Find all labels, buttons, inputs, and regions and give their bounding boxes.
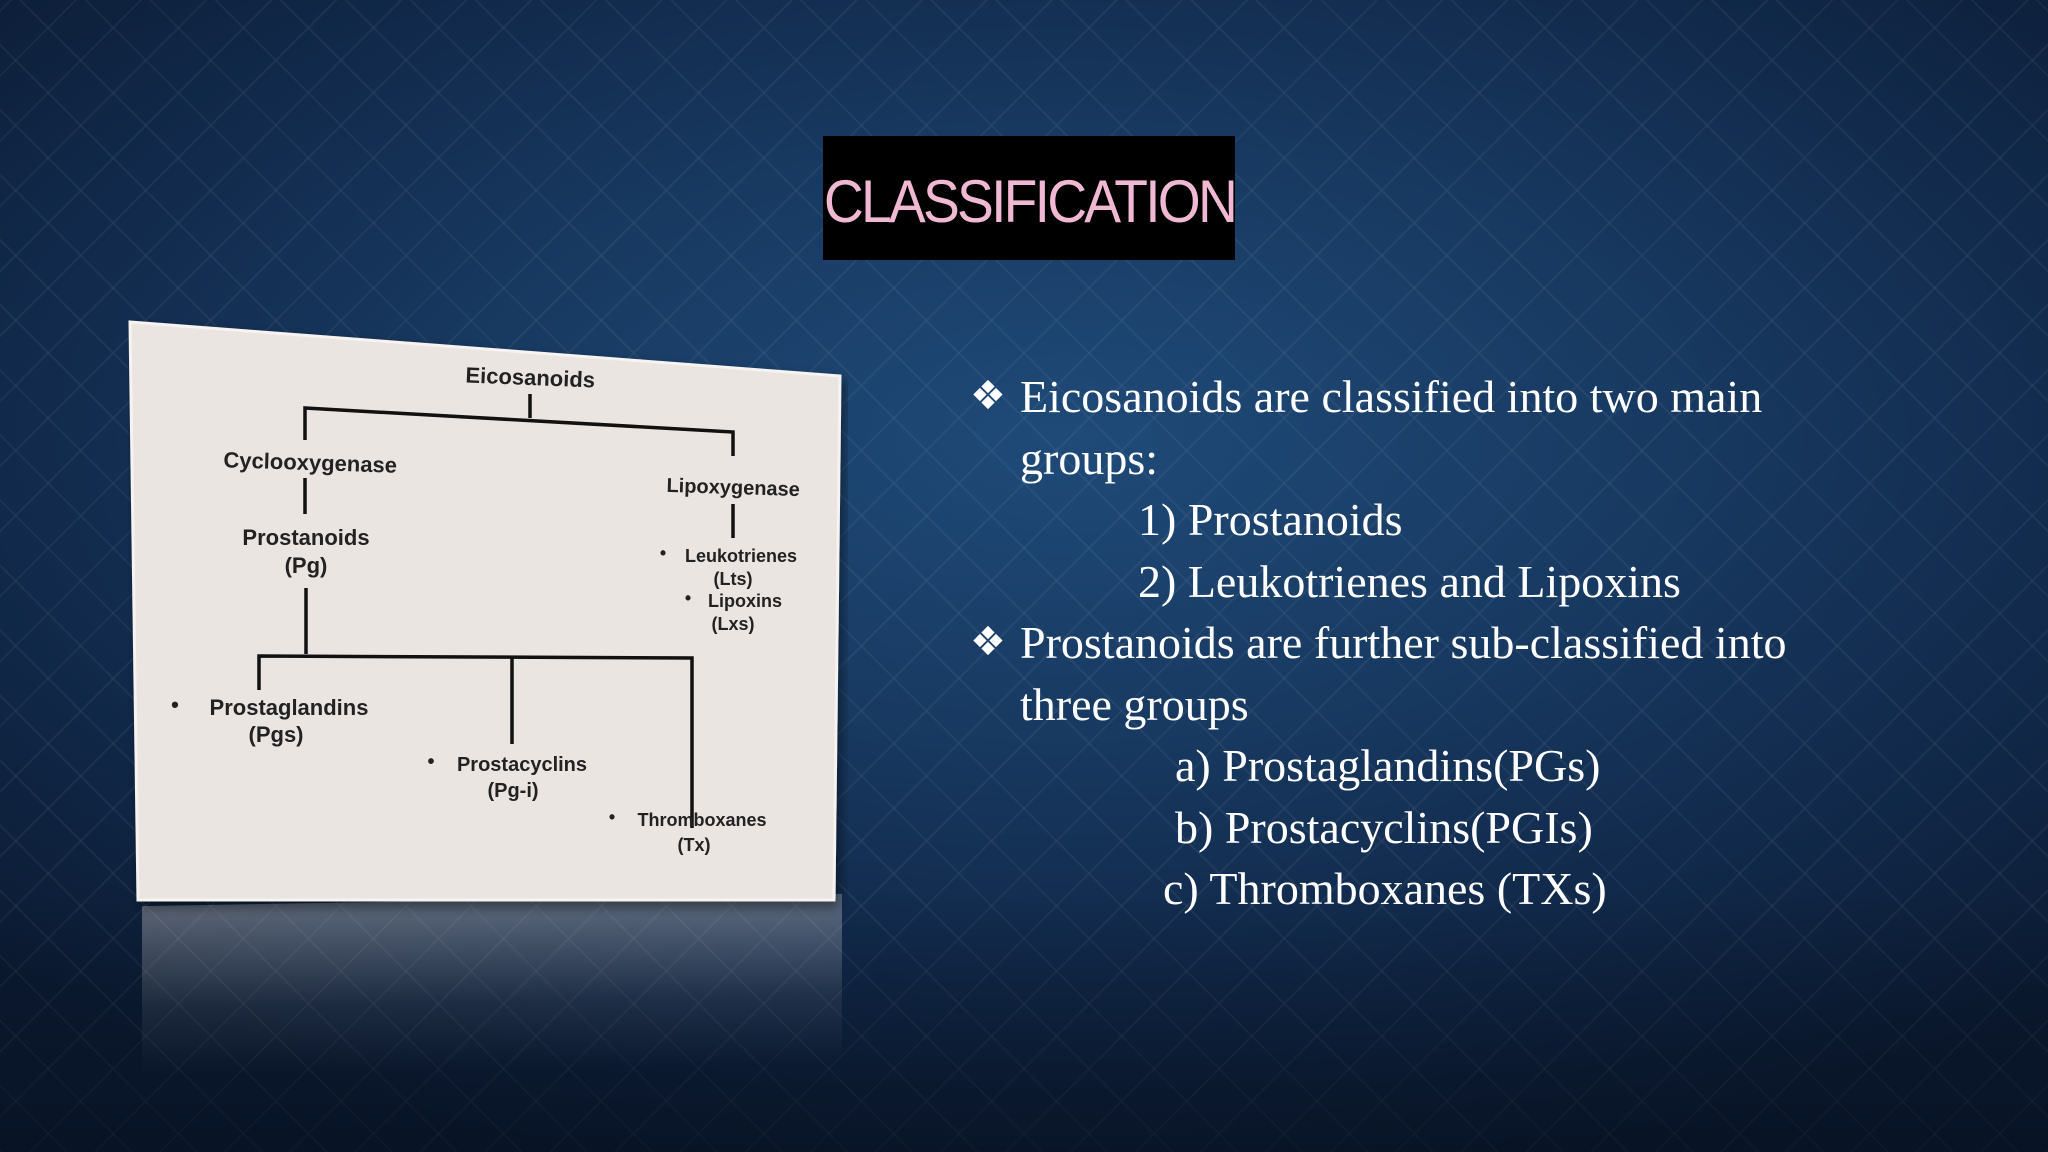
slide-title: CLASSIFICATION [823, 167, 1237, 235]
diagram-reflection [142, 893, 842, 1077]
bullet-2-line-2: three groups [1020, 678, 1249, 730]
node-leukotrienes: Leukotrienes [685, 546, 797, 566]
node-thromboxanes-abbr: (Tx) [678, 835, 711, 855]
subgroup-item-a: a) Prostaglandins(PGs) [1175, 740, 1601, 791]
node-prostanoids: Prostanoids [242, 525, 369, 550]
diamond-bullet-icon: ❖ [970, 619, 1006, 665]
node-leukotrienes-abbr: (Lts) [714, 569, 753, 589]
node-prostaglandins: Prostaglandins [210, 695, 369, 720]
diagram-image: Eicosanoids Cyclooxygenase Lipoxygenase … [128, 318, 848, 1078]
subgroup-item-b: b) Prostacyclins(PGIs) [1175, 801, 1593, 853]
bullet-2: ❖ Prostanoids are further sub-classified… [970, 612, 1910, 674]
node-prostanoids-abbr: (Pg) [285, 553, 328, 578]
diagram-connectors [257, 394, 735, 828]
node-lipoxygenase: Lipoxygenase [666, 475, 800, 501]
group-item-2: 2) Leukotrienes and Lipoxins [1138, 555, 1681, 607]
node-lipoxins-abbr: (Lxs) [711, 614, 754, 634]
bullet-1-line-1: Eicosanoids are classified into two main [1020, 371, 1763, 422]
subgroup-item-c: c) Thromboxanes (TXs) [1163, 863, 1607, 914]
bullet-1: ❖ Eicosanoids are classified into two ma… [970, 366, 1910, 428]
node-prostacyclins-abbr: (Pg-i) [487, 780, 538, 802]
node-thromboxanes: Thromboxanes [637, 810, 766, 830]
node-cyclooxygenase: Cyclooxygenase [223, 447, 397, 477]
node-leukotrienes-bullet: • [660, 543, 666, 563]
bullet-1-line-2: groups: [1020, 432, 1158, 484]
diamond-bullet-icon: ❖ [970, 373, 1006, 419]
group-item-1: 1) Prostanoids [1138, 494, 1403, 545]
content-text: ❖ Eicosanoids are classified into two ma… [970, 366, 1910, 920]
node-lipoxins: Lipoxins [708, 591, 782, 611]
node-eicosanoids: Eicosanoids [465, 363, 595, 393]
node-prostaglandins-abbr: (Pgs) [249, 722, 304, 747]
bullet-2-line-1: Prostanoids are further sub-classified i… [1020, 617, 1787, 668]
node-lipoxins-bullet: • [685, 588, 691, 608]
title-box: CLASSIFICATION [823, 136, 1237, 260]
node-prostaglandins-bullet: • [171, 692, 179, 717]
classification-diagram: Eicosanoids Cyclooxygenase Lipoxygenase … [128, 320, 842, 902]
node-thromboxanes-bullet: • [609, 807, 615, 827]
node-prostacyclins-bullet: • [427, 751, 434, 773]
diagram-card [128, 320, 842, 902]
node-prostacyclins: Prostacyclins [457, 754, 587, 776]
